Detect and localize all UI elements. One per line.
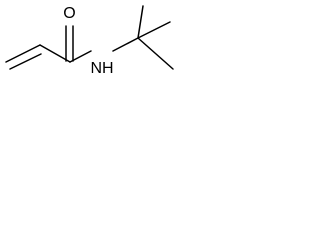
vinyl-double-bond-outer: [5, 44, 41, 63]
tbutyl-methyl-right-bottom: [137, 37, 174, 70]
oxygen-atom-label: O: [63, 5, 75, 22]
n-c-bond: [112, 37, 139, 52]
tbutyl-methyl-right-top: [137, 21, 171, 39]
vinyl-double-bond-inner: [9, 53, 42, 70]
structural-formula: O NH: [5, 5, 174, 77]
tbutyl-methyl-top: [137, 5, 144, 39]
c-c-single-bond: [39, 44, 71, 63]
c-n-bond: [69, 50, 92, 63]
nitrogen-atom-label: NH: [90, 60, 113, 77]
